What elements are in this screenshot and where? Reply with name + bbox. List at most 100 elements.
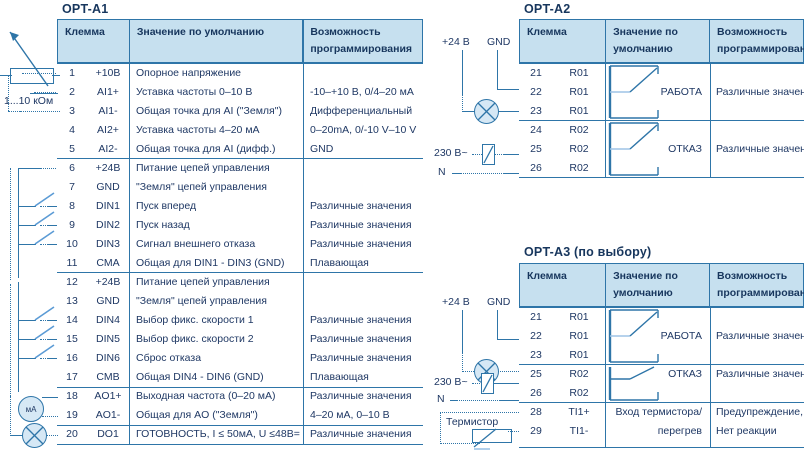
cell-terminal-name: DIN3 (96, 237, 120, 250)
ammeter-label: мА (25, 405, 37, 414)
a2-rule-top (519, 63, 804, 64)
cell-default-value: Общая для AO ("Земля") (136, 408, 258, 421)
a1-lead-3 (20, 111, 56, 112)
cell-programmability: Нет реакции (716, 424, 777, 437)
sw6-dash (40, 358, 50, 359)
a1-header-programmability: Возможность программирования (303, 20, 422, 62)
a2-lamp-wire-out (498, 111, 519, 113)
a1-header-programmability-line2: программирования (310, 43, 413, 55)
a3-neutral-wire-out (500, 400, 519, 402)
cell-programmability: -10–+10 В, 0/4–20 мА (310, 85, 414, 98)
cell-default-value: Общая для DIN1 - DIN3 (GND) (136, 256, 285, 269)
table-title-opt-a2: OPT-A2 (524, 2, 571, 16)
do1-wire-in (10, 435, 24, 437)
cell-default-value: Пуск вперед (136, 199, 197, 212)
cell-terminal-name: AO1- (95, 408, 121, 421)
cell-programmability: Различные значения (310, 313, 412, 326)
a2-fuse-slash-icon (483, 145, 494, 164)
a1-vrule-1 (129, 19, 130, 445)
cell-terminal-name: +10В (95, 66, 121, 79)
cell-terminal-name: DIN5 (96, 332, 120, 345)
a3-header-default-line2: умолчанию (613, 287, 673, 299)
a2-v24-dash (462, 92, 463, 112)
a1-header-default: Значение по умолчанию (136, 26, 265, 38)
cell-default-value: ГОТОВНОСТЬ, I ≤ 50мА, U ≤48В= (136, 427, 300, 440)
cell-terminal-number: 8 (69, 199, 75, 212)
a3-header-default: Значение по умолчанию (606, 264, 709, 306)
sw6-wire-out (48, 358, 57, 360)
a3-header-programmability: Возможность программирования (710, 264, 804, 306)
sw5-wire-out (48, 339, 57, 341)
a3-header-programmability-line1: Возможность (717, 270, 788, 282)
cell-default-value: Пуск назад (136, 218, 190, 231)
relay-r02-a2-icon (608, 122, 659, 176)
cell-programmability: Дифференциальный (310, 104, 413, 117)
sw1-wire-in (18, 206, 36, 208)
table-title-opt-a1: OPT-A1 (62, 2, 109, 16)
a3-lamp-wire-out (498, 371, 519, 372)
cell-terminal-number: 17 (66, 370, 78, 383)
cell-default-value: Выбор фикс. скорости 1 (136, 313, 254, 326)
cell-programmability: Различные значения (310, 351, 412, 364)
cell-programmability: GND (310, 142, 334, 155)
cell-terminal-name: GND (96, 294, 120, 307)
a1-bus-dash-2 (10, 284, 11, 396)
cell-terminal-name: R01 (569, 104, 589, 117)
cell-terminal-name: R02 (569, 386, 589, 399)
cell-programmability: Различные значения (716, 142, 804, 155)
a3-rule-2 (519, 402, 804, 403)
cell-default-value: Общая DIN4 - DIN6 (GND) (136, 370, 264, 383)
cell-programmability: Различные значения (716, 367, 804, 380)
cell-terminal-number: 21 (530, 310, 542, 323)
cell-terminal-name: AI1- (98, 104, 118, 117)
cell-terminal-name: R02 (569, 142, 589, 155)
cell-terminal-number: 12 (66, 275, 78, 288)
cell-terminal-number: 9 (69, 218, 75, 231)
lamp-do1-cross-icon (25, 426, 44, 445)
a2-mains-label: 230 В~ (434, 147, 468, 159)
cell-terminal-number: 10 (66, 237, 78, 250)
a2-header-sep-1 (605, 20, 607, 62)
cell-terminal-name: +24В (95, 275, 121, 288)
potentiometer-arrow-icon (9, 31, 49, 87)
cell-default-value: Питание цепей управления (136, 161, 270, 174)
cell-terminal-name: R02 (569, 161, 589, 174)
cell-terminal-number: 1 (69, 66, 75, 79)
cell-terminal-name: DIN1 (96, 199, 120, 212)
cell-terminal-name: AI2+ (97, 123, 119, 136)
potentiometer-label: 1...10 кОм (4, 95, 54, 107)
cell-terminal-name: R02 (569, 367, 589, 380)
cell-terminal-number: 7 (69, 180, 75, 193)
cell-terminal-number: 15 (66, 332, 78, 345)
a2-header-programmability-line2: программирования (717, 43, 804, 55)
a3-header-sep-1 (605, 264, 607, 306)
do1-dash-v (10, 396, 11, 436)
cell-programmability: Различные значения (310, 389, 412, 402)
cell-programmability: Предупреждение, ошибка (716, 405, 804, 418)
switch-din3-icon (34, 230, 55, 245)
cell-default-value: Уставка частоты 4–20 мА (136, 123, 260, 136)
a3-header-default-line1: Значение по (613, 270, 678, 282)
cell-default-value: Уставка частоты 0–10 В (136, 85, 253, 98)
cell-terminal-number: 11 (66, 256, 78, 269)
a2-lamp-wire-in (462, 111, 476, 113)
